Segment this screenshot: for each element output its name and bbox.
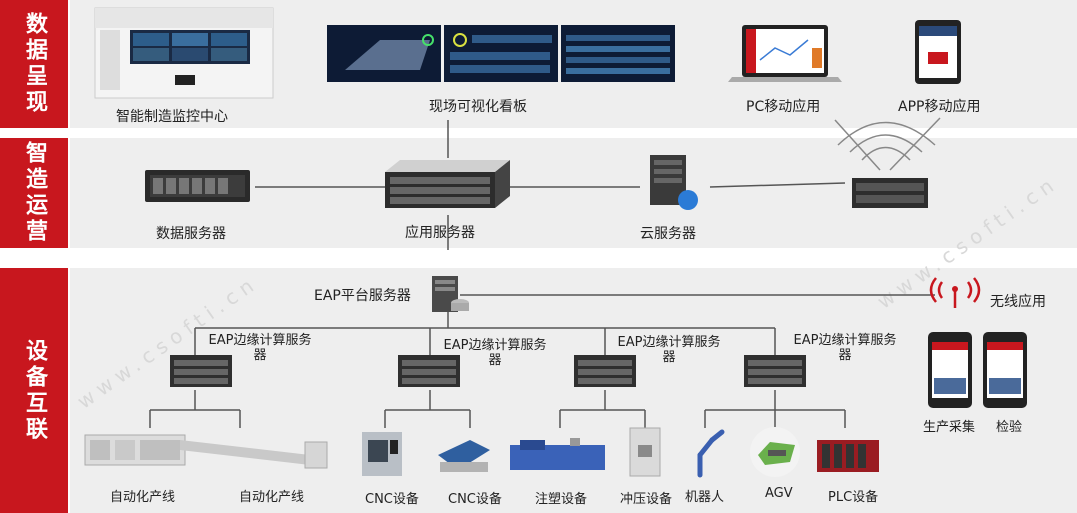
label-inspection: 检验	[996, 420, 1023, 435]
section-label-operations: 智造运营	[0, 138, 68, 248]
cnc-machine-icon-1	[362, 432, 402, 476]
plc-device-icon	[817, 440, 879, 472]
label-pc-app: PC移动应用	[746, 99, 821, 115]
monitor-center-icon	[94, 7, 274, 99]
label-edge-server-3: EAP边缘计算服务器	[617, 335, 721, 365]
data-server-icon	[145, 170, 250, 202]
handheld-device-icon-2	[983, 332, 1027, 408]
wireless-server-icon	[852, 178, 928, 208]
robot-arm-icon	[697, 429, 725, 478]
label-robot: 机器人	[685, 490, 725, 505]
label-production-line-1: 自动化产线	[110, 490, 176, 505]
label-dashboard: 现场可视化看板	[429, 99, 527, 115]
laptop-icon	[728, 25, 842, 82]
section-label-presentation: 数据呈现	[0, 0, 68, 128]
label-edge-server-1: EAP边缘计算服务器	[208, 333, 312, 363]
label-app-server: 应用服务器	[405, 225, 475, 241]
tablet-icon	[915, 20, 961, 84]
label-cnc-1: CNC设备	[365, 492, 419, 507]
label-cnc-2: CNC设备	[448, 492, 502, 507]
label-production-collection: 生产采集	[923, 420, 976, 435]
injection-molding-icon	[510, 438, 605, 470]
label-stamping: 冲压设备	[620, 492, 673, 507]
label-monitor-center: 智能制造监控中心	[116, 109, 228, 125]
cloud-server-icon	[650, 155, 698, 210]
label-cloud-server: 云服务器	[640, 226, 696, 242]
label-plc: PLC设备	[828, 490, 879, 505]
eap-platform-server-icon	[432, 276, 469, 312]
wifi-signal-icon	[834, 117, 941, 171]
label-injection-molding: 注塑设备	[535, 492, 588, 507]
stamping-press-icon	[629, 427, 661, 477]
label-eap-platform-server: EAP平台服务器	[314, 288, 411, 304]
antenna-icon	[929, 277, 981, 308]
label-production-line-2: 自动化产线	[239, 490, 305, 505]
label-agv: AGV	[765, 486, 793, 501]
label-mobile-app: APP移动应用	[898, 99, 981, 115]
agv-icon	[750, 427, 800, 477]
production-line-icon-2	[180, 440, 328, 469]
section-label-devices: 设备互联	[0, 268, 68, 513]
cnc-machine-icon-2	[438, 440, 490, 472]
label-wireless: 无线应用	[990, 294, 1046, 310]
devices-band	[70, 268, 1077, 513]
label-edge-server-4: EAP边缘计算服务器	[793, 333, 897, 363]
app-server-icon	[385, 160, 510, 208]
handheld-device-icon-1	[928, 332, 972, 408]
dashboard-icon	[327, 25, 675, 82]
label-data-server: 数据服务器	[156, 226, 226, 242]
production-line-icon-1	[84, 434, 186, 466]
label-edge-server-2: EAP边缘计算服务器	[443, 338, 547, 368]
edge-server-icons	[170, 355, 806, 387]
